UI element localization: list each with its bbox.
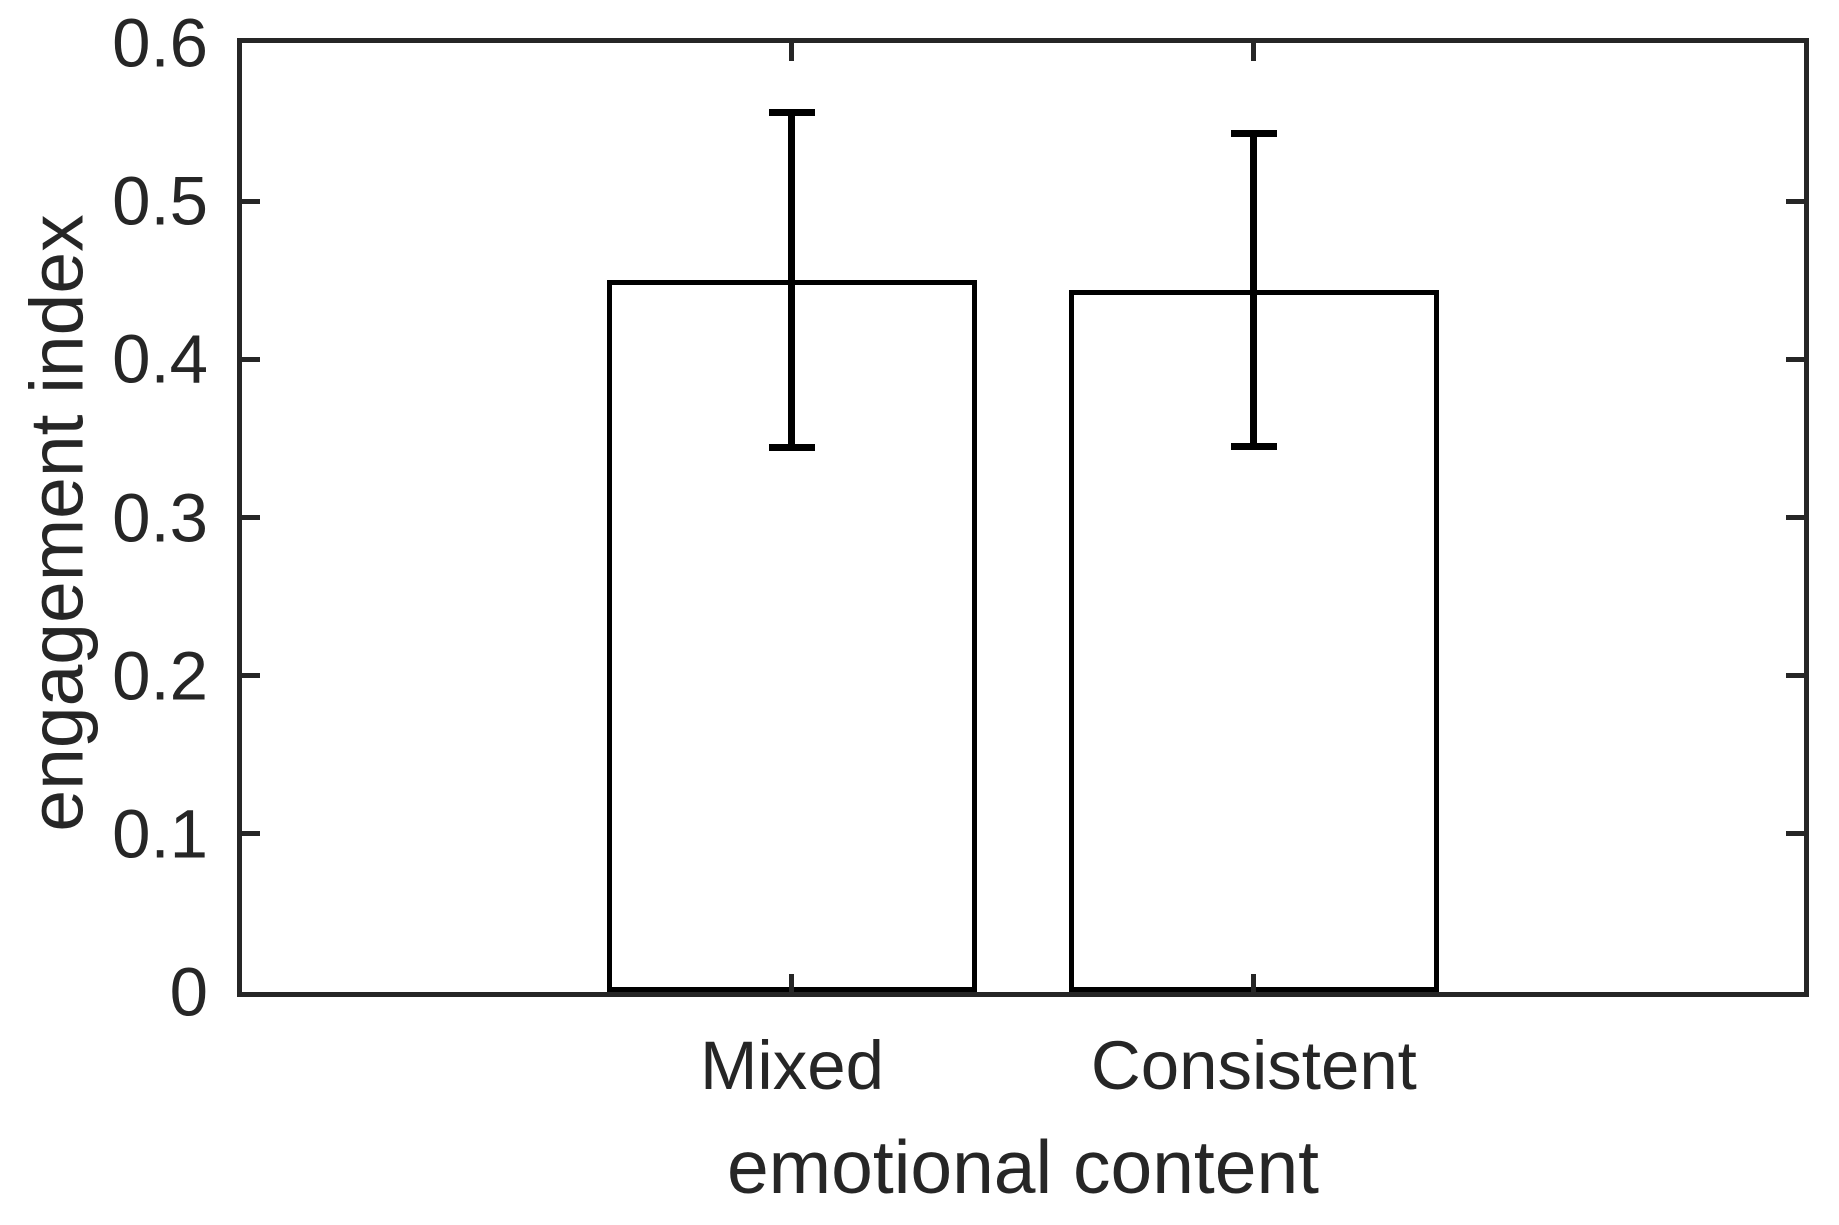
- error-bar-bottom-cap-mixed: [768, 444, 815, 452]
- error-bar-top-cap-mixed: [768, 109, 815, 117]
- y-tick-label-0.5: 0.5: [112, 162, 208, 240]
- y-tick-right: [1786, 198, 1804, 204]
- y-tick-label-0.2: 0.2: [112, 637, 208, 715]
- y-tick-label-0.4: 0.4: [112, 320, 208, 398]
- y-tick-right: [1786, 831, 1804, 837]
- x-tick-top: [789, 43, 795, 61]
- error-bar-top-cap-consistent: [1230, 129, 1277, 137]
- y-tick-label-0.3: 0.3: [112, 479, 208, 556]
- y-tick-label-0.6: 0.6: [112, 4, 208, 82]
- x-tick-bottom: [1251, 974, 1257, 992]
- plot-area: [237, 38, 1809, 997]
- y-tick-left: [242, 515, 260, 520]
- y-tick-left: [242, 198, 260, 204]
- x-axis-label: emotional content: [726, 1125, 1320, 1209]
- error-bar-line-mixed: [788, 112, 796, 448]
- y-tick-left: [242, 356, 260, 362]
- error-bar-bottom-cap-consistent: [1230, 442, 1277, 450]
- x-tick-label-consistent: Consistent: [1090, 1027, 1417, 1104]
- y-tick-right: [1786, 673, 1804, 679]
- y-tick-right: [1786, 356, 1804, 362]
- y-tick-right: [1786, 515, 1804, 520]
- error-bar-line-consistent: [1250, 133, 1258, 447]
- y-tick-left: [242, 831, 260, 837]
- x-tick-label-mixed: Mixed: [699, 1027, 884, 1104]
- x-tick-top: [1251, 43, 1257, 61]
- y-tick-label-0: 0: [169, 953, 208, 1031]
- y-tick-left: [242, 673, 260, 679]
- x-tick-bottom: [789, 974, 795, 992]
- y-tick-label-0.1: 0.1: [112, 795, 208, 873]
